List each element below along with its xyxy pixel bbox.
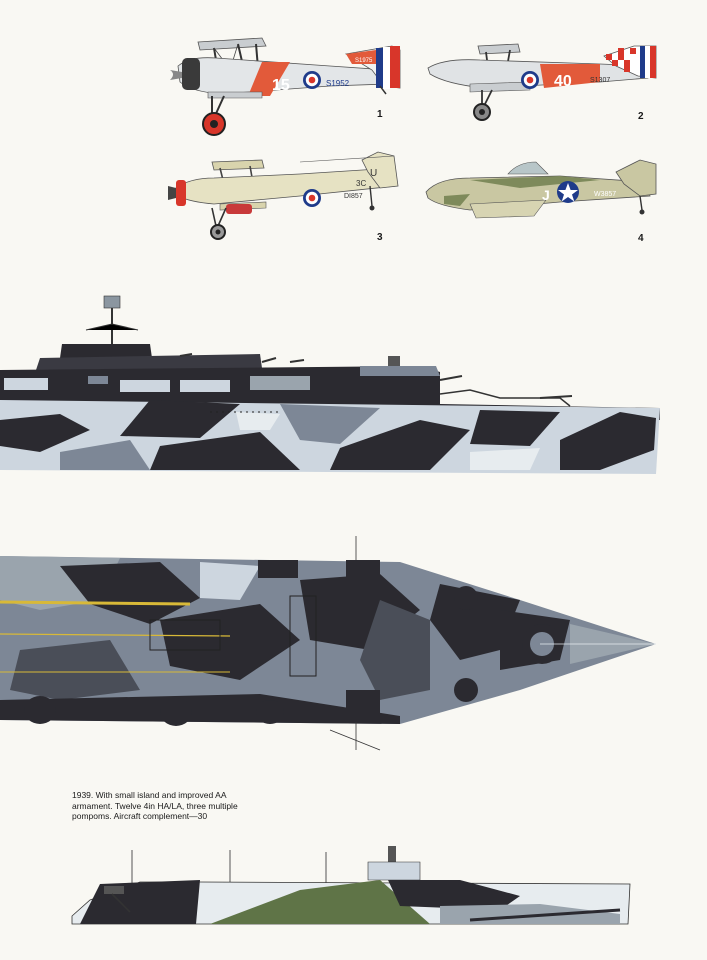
- aircraft-1-illustration: [170, 37, 401, 136]
- ship-plan-illustration: [0, 536, 656, 751]
- figure-number-1: 1: [377, 109, 383, 120]
- caption-1939: 1939. With small island and improved AA …: [72, 790, 272, 822]
- caption-line: armament. Twelve 4in HA/LA, three multip…: [72, 800, 238, 811]
- aircraft-4-serial: W3857: [594, 191, 616, 198]
- aircraft-1-serial: S1952: [326, 79, 350, 88]
- aircraft-2-illustration: [427, 43, 657, 121]
- aircraft-1-code: 15: [272, 77, 290, 94]
- caption-line: pompoms. Aircraft complement—30: [72, 811, 208, 821]
- figure-number-4: 4: [638, 233, 644, 244]
- ship-profile-1939-illustration: [71, 846, 631, 925]
- aircraft-1-fin-serial: S1975: [355, 58, 373, 64]
- aircraft-3-illustration: [168, 151, 399, 240]
- aircraft-3-serial: DI857: [344, 193, 363, 200]
- aircraft-4-illustration: [425, 159, 657, 219]
- caption-line: 1939. With small island and improved AA: [72, 790, 227, 800]
- aircraft-4-code: J: [542, 187, 550, 203]
- aircraft-3-code: 3C: [356, 179, 366, 188]
- aircraft-2-code: 40: [554, 73, 572, 90]
- ship-profile-illustration: [0, 295, 660, 474]
- aircraft-2-serial: S1307: [590, 77, 610, 84]
- aircraft-3-fin-letter: U: [370, 168, 377, 179]
- figure-number-3: 3: [377, 232, 383, 243]
- figure-number-2: 2: [638, 111, 644, 122]
